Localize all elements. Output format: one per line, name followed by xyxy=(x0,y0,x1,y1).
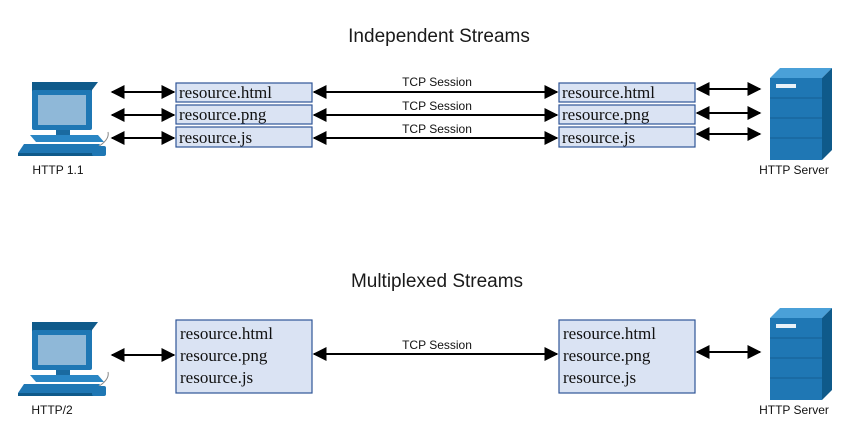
server-label-multiplexed: HTTP Server xyxy=(759,403,829,417)
server-resource-box-2 xyxy=(558,104,696,125)
server-resource-3: resource.js xyxy=(562,128,635,147)
server-resource-1: resource.html xyxy=(562,83,655,102)
server-tower-icon xyxy=(769,307,833,401)
server-resource-mux-3: resource.js xyxy=(563,368,636,387)
multiplexed-streams-title: Multiplexed Streams xyxy=(351,271,523,292)
client-computer-icon xyxy=(17,321,109,397)
client-resource-box-1 xyxy=(175,82,313,103)
independent-streams-title: Independent Streams xyxy=(348,26,530,47)
tcp-session-label-3: TCP Session xyxy=(402,122,472,136)
client-resource-box-mux xyxy=(175,319,313,394)
client-resource-mux-2: resource.png xyxy=(180,346,268,365)
server-resource-mux-2: resource.png xyxy=(563,346,651,365)
server-resource-box-mux xyxy=(558,319,696,394)
server-resource-mux-1: resource.html xyxy=(563,324,656,343)
client-resource-3: resource.js xyxy=(179,128,252,147)
server-tower-icon xyxy=(769,67,833,161)
client-resource-mux-1: resource.html xyxy=(180,324,273,343)
server-resource-box-1 xyxy=(558,82,696,103)
client-computer-icon xyxy=(17,81,109,157)
tcp-session-label-2: TCP Session xyxy=(402,99,472,113)
server-resource-box-3 xyxy=(558,126,696,148)
client-resource-box-3 xyxy=(175,126,313,148)
client-resource-1: resource.html xyxy=(179,83,272,102)
tcp-session-label-1: TCP Session xyxy=(402,75,472,89)
server-resource-2: resource.png xyxy=(562,105,650,124)
server-label-independent: HTTP Server xyxy=(759,163,829,177)
client-resource-mux-3: resource.js xyxy=(180,368,253,387)
client-resource-box-2 xyxy=(175,104,313,125)
client-label-http11: HTTP 1.1 xyxy=(32,163,83,177)
tcp-session-label-mux: TCP Session xyxy=(402,338,472,352)
client-resource-2: resource.png xyxy=(179,105,267,124)
client-label-http2: HTTP/2 xyxy=(31,403,73,417)
